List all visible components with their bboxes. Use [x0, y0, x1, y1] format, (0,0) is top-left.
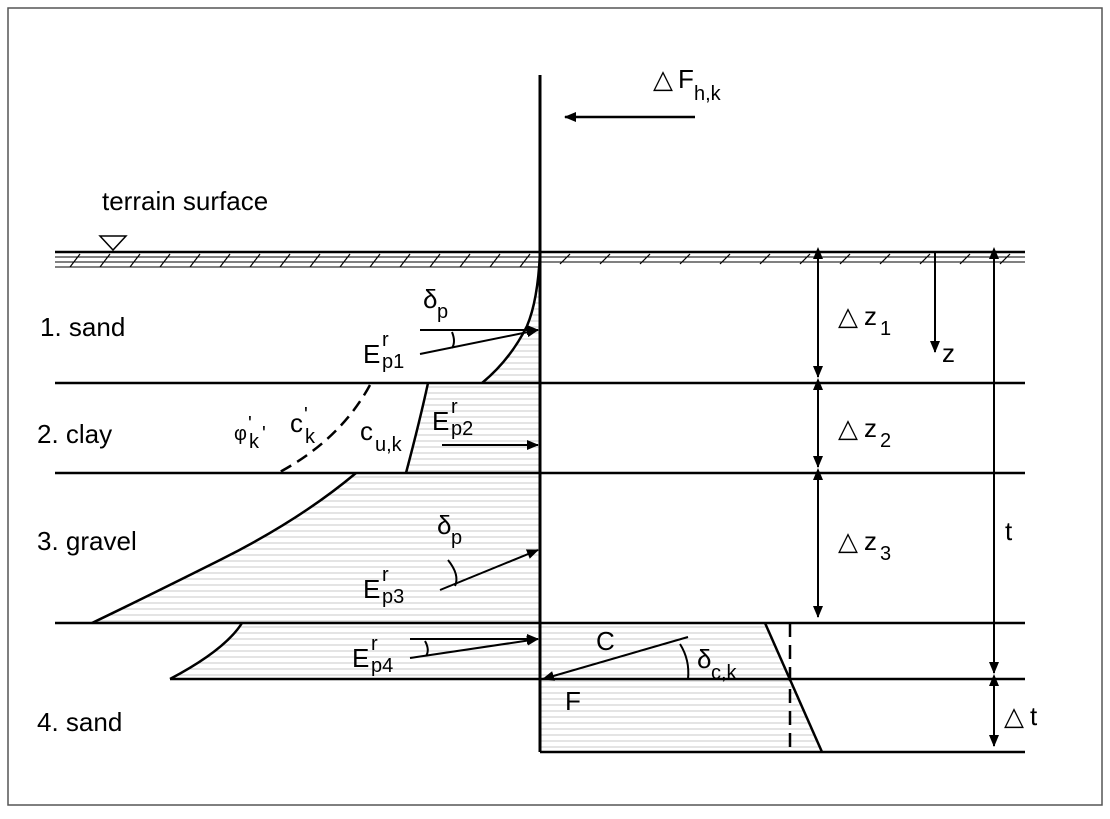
slip-line: [763, 622, 824, 753]
force-F-label: F: [565, 686, 581, 716]
svg-text:z: z: [864, 413, 877, 443]
svg-text:E: E: [363, 574, 380, 604]
delta-ck-label: δ c,k: [697, 644, 738, 684]
angle-arc-ck: [679, 643, 690, 680]
svg-text:p1: p1: [382, 351, 404, 373]
svg-text:': ': [262, 423, 266, 445]
svg-text:E: E: [363, 339, 380, 369]
delta-p1-label: δ p: [423, 284, 448, 323]
svg-text:k: k: [305, 426, 316, 448]
layer2-label: 2. clay: [37, 419, 112, 449]
svg-text:c,k: c,k: [711, 662, 738, 684]
svg-text:1: 1: [880, 318, 891, 340]
svg-text:h,k: h,k: [694, 83, 722, 105]
ep2-label: E r p2: [432, 396, 473, 440]
ep3-label: E r p3: [363, 564, 404, 608]
svg-text:c: c: [360, 416, 373, 446]
cu-k-label: c u,k: [360, 416, 403, 456]
axis-z-label: z: [942, 338, 955, 368]
svg-text:δ: δ: [697, 644, 711, 674]
svg-text:E: E: [432, 406, 449, 436]
svg-text:φ: φ: [234, 423, 247, 445]
ep4-label: E r p4: [352, 633, 393, 677]
svg-text:△: △: [838, 301, 858, 331]
pressure-curves: [91, 251, 542, 681]
layer4-label: 4. sand: [37, 707, 122, 737]
svg-text:t: t: [1030, 701, 1038, 731]
dz2-label: △ z 2: [838, 413, 891, 452]
svg-text:3: 3: [880, 543, 891, 565]
water-level-icon: [98, 235, 128, 252]
force-C-label: C: [596, 626, 615, 656]
wedge-area: [540, 623, 822, 752]
svg-text:δ: δ: [437, 510, 451, 540]
svg-text:F: F: [678, 64, 694, 94]
angle-arc-1: [451, 331, 455, 349]
layer1-label: 1. sand: [40, 312, 125, 342]
svg-text:2: 2: [880, 430, 891, 452]
arrow-ep1: [419, 327, 539, 355]
ep1-label: E r p1: [363, 329, 404, 373]
svg-text:c: c: [290, 408, 303, 438]
svg-text:△: △: [838, 526, 858, 556]
svg-text:z: z: [864, 301, 877, 331]
svg-text:r: r: [382, 564, 389, 586]
svg-text:p2: p2: [451, 418, 473, 440]
svg-text:p3: p3: [382, 586, 404, 608]
c-k-label: c ' k: [290, 404, 316, 448]
svg-text:p4: p4: [371, 655, 393, 677]
svg-text:r: r: [382, 329, 389, 351]
dz1-label: △ z 1: [838, 301, 891, 340]
svg-text:δ: δ: [423, 284, 437, 314]
svg-text:△: △: [838, 413, 858, 443]
arrow-C: [542, 636, 689, 681]
dim-dt-label: △ t: [1004, 701, 1038, 731]
svg-text:E: E: [352, 643, 369, 673]
svg-text:r: r: [451, 396, 458, 418]
force-fhk-label: △ F h,k: [653, 64, 722, 105]
pressure-area-layer4: [170, 623, 540, 679]
delta-p3-label: δ p: [437, 510, 462, 549]
angle-arc-4: [424, 640, 429, 657]
pressure-area-layer2: [406, 383, 540, 473]
svg-text:p: p: [451, 527, 462, 549]
svg-text:u,k: u,k: [375, 434, 403, 456]
svg-text:△: △: [1004, 701, 1024, 731]
arrow-ep4: [409, 635, 539, 659]
svg-text:r: r: [371, 633, 378, 655]
layer3-label: 3. gravel: [37, 526, 137, 556]
angle-arc-3: [447, 559, 458, 587]
dz3-label: △ z 3: [838, 526, 891, 565]
svg-text:': ': [248, 413, 252, 435]
phi-k-label: φ ' k ': [234, 413, 266, 453]
dim-t-label: t: [1005, 516, 1013, 546]
svg-text:': ': [304, 404, 308, 426]
terrain-surface-label: terrain surface: [102, 186, 268, 216]
svg-text:p: p: [437, 301, 448, 323]
diagram-frame: [7, 7, 1103, 806]
pressure-area-layer3: [92, 473, 540, 623]
svg-text:z: z: [864, 526, 877, 556]
svg-text:k: k: [249, 431, 260, 453]
svg-text:△: △: [653, 64, 673, 94]
pressure-area-layer1: [482, 252, 540, 383]
